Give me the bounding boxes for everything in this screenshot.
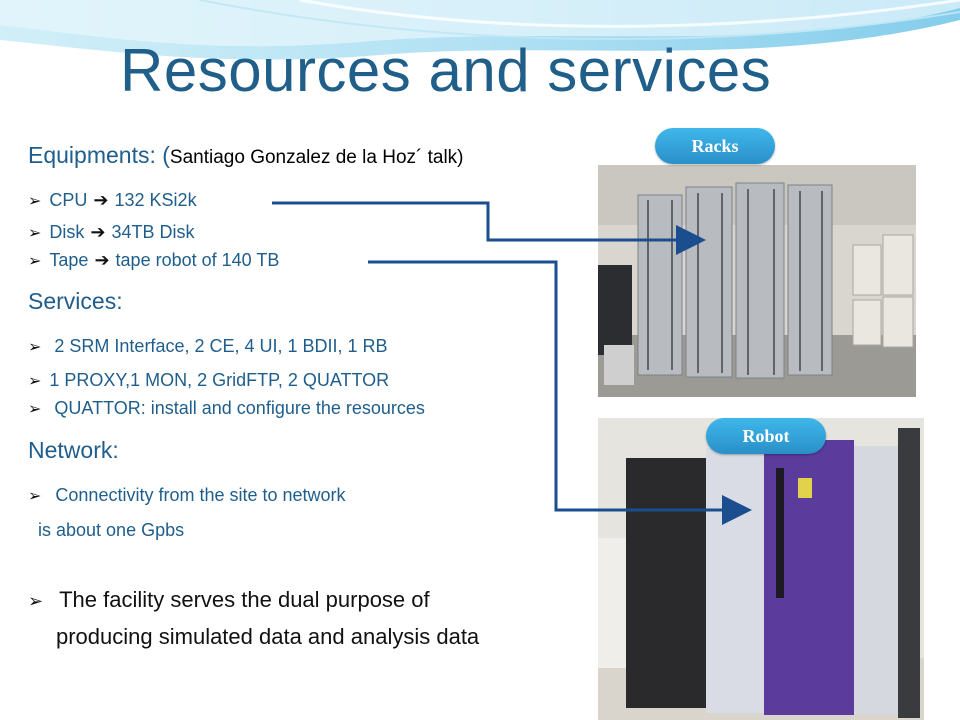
arrow-bullet-icon: ➢	[28, 591, 44, 611]
network-text-continued: is about one Gpbs	[38, 520, 185, 540]
arrow-bullet-icon: ➢	[28, 373, 42, 390]
equipment-label: Disk	[49, 222, 85, 242]
robot-label: Robot	[706, 418, 826, 454]
services-heading: Services:	[28, 288, 123, 314]
right-arrow-icon: ➔	[93, 190, 109, 210]
equipment-value: 34TB Disk	[111, 222, 195, 242]
arrow-bullet-icon: ➢	[28, 488, 42, 505]
facility-item: ➢ The facility serves the dual purpose of	[28, 587, 430, 613]
equipment-label: Tape	[49, 250, 89, 270]
equipment-label: CPU	[49, 190, 88, 210]
network-item: ➢ Connectivity from the site to network	[28, 485, 346, 506]
racks-photo	[598, 165, 916, 397]
arrow-bullet-icon: ➢	[28, 339, 42, 356]
racks-label: Racks	[655, 128, 775, 164]
arrow-bullet-icon: ➢	[28, 193, 42, 210]
service-item: ➢ 1 PROXY,1 MON, 2 GridFTP, 2 QUATTOR	[28, 370, 389, 391]
service-item: ➢ QUATTOR: install and configure the res…	[28, 398, 425, 419]
facility-text: The facility serves the dual purpose of	[59, 587, 430, 612]
facility-text-continued: producing simulated data and analysis da…	[56, 624, 480, 649]
arrow-bullet-icon: ➢	[28, 401, 42, 418]
service-item: ➢ 2 SRM Interface, 2 CE, 4 UI, 1 BDII, 1…	[28, 336, 388, 357]
equipments-heading-label: Equipments: (	[28, 142, 170, 168]
equipment-value: 132 KSi2k	[114, 190, 197, 210]
right-arrow-icon: ➔	[94, 250, 110, 270]
equipment-value: tape robot of 140 TB	[115, 250, 280, 270]
equipment-item-tape: ➢ Tape➔tape robot of 140 TB	[28, 250, 279, 271]
slide-title: Resources and services	[120, 37, 772, 104]
equipment-item-cpu: ➢ CPU➔132 KSi2k	[28, 190, 197, 211]
network-text: Connectivity from the site to network	[55, 485, 346, 505]
service-text: QUATTOR: install and configure the resou…	[49, 398, 425, 418]
service-text: 1 PROXY,1 MON, 2 GridFTP, 2 QUATTOR	[49, 370, 390, 390]
network-heading: Network:	[28, 437, 119, 463]
equipments-note: Santiago Gonzalez de la Hoz´ talk)	[169, 147, 464, 168]
arrow-bullet-icon: ➢	[28, 225, 42, 242]
right-arrow-icon: ➔	[90, 222, 106, 242]
equipment-item-disk: ➢ Disk➔34TB Disk	[28, 222, 195, 243]
equipments-heading: Equipments: (Santiago Gonzalez de la Hoz…	[28, 142, 464, 169]
header-wave-decoration	[0, 0, 960, 60]
arrow-bullet-icon: ➢	[28, 253, 42, 270]
robot-photo	[598, 418, 924, 720]
service-text: 2 SRM Interface, 2 CE, 4 UI, 1 BDII, 1 R…	[49, 336, 388, 356]
